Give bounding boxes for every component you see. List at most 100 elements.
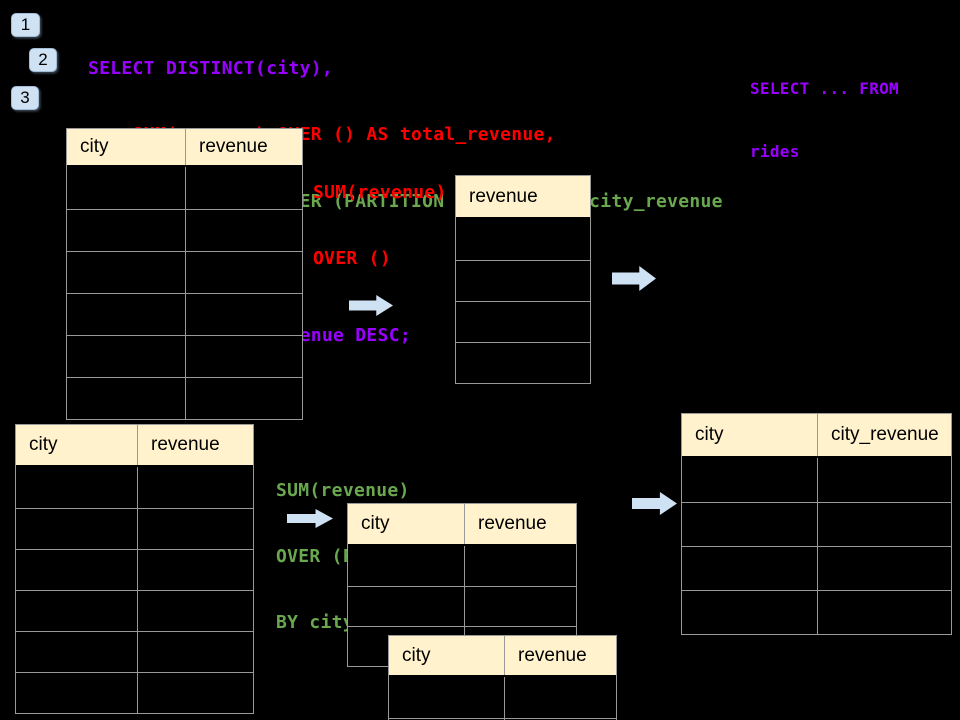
table-body (16, 467, 253, 713)
select-from-note: SELECT ... FROM rides (750, 36, 899, 204)
table-cell (185, 252, 302, 293)
table-cell (456, 261, 590, 301)
table-row (16, 467, 253, 508)
table-header-row: city revenue (16, 425, 253, 467)
table-cell (67, 378, 185, 419)
table-row (456, 219, 590, 260)
table-cell (16, 550, 137, 590)
table-cell (682, 591, 817, 634)
table-cell (185, 210, 302, 251)
table-cell (16, 467, 137, 508)
table-row (16, 549, 253, 590)
table-city-revenue-result: city city_revenue (681, 413, 952, 635)
table-cell (137, 509, 253, 549)
table-cell (137, 550, 253, 590)
annotation-line: OVER () (313, 248, 391, 269)
table-row (348, 586, 576, 626)
column-header-city: city (29, 434, 58, 455)
column-header-city: city (80, 136, 109, 157)
table-partition-front: city revenue (388, 635, 617, 720)
table-row (16, 590, 253, 631)
table-cell (185, 294, 302, 335)
table-row (682, 590, 951, 634)
table-row (67, 335, 302, 377)
table-cell (682, 503, 817, 546)
table-row (16, 672, 253, 713)
table-row (16, 508, 253, 549)
table-body (682, 458, 951, 634)
table-header-row: city revenue (389, 636, 616, 677)
annotation-sum-over-all: SUM(revenue) OVER () (313, 138, 447, 314)
table-row (456, 260, 590, 301)
step-badge-2: 2 (29, 48, 57, 72)
table-cell (16, 509, 137, 549)
table-cell (389, 677, 504, 718)
table-cell (817, 591, 951, 634)
column-header-city-revenue: city_revenue (817, 414, 951, 456)
table-row (682, 458, 951, 502)
table-total-revenue-result: revenue (455, 175, 591, 384)
table-cell (456, 302, 590, 342)
table-cell (504, 677, 616, 718)
table-cell (456, 343, 590, 383)
table-header-row: revenue (456, 176, 590, 219)
table-body (389, 677, 616, 720)
arrow-right-icon (349, 295, 393, 316)
table-header-row: city city_revenue (682, 414, 951, 458)
table-cell (16, 632, 137, 672)
table-cell (16, 591, 137, 631)
table-cell (67, 167, 185, 209)
table-body (456, 219, 590, 383)
column-header-revenue: revenue (504, 636, 616, 675)
table-row (682, 546, 951, 590)
table-cell (67, 210, 185, 251)
table-cell (185, 378, 302, 419)
table-header-row: city revenue (67, 129, 302, 167)
table-cell (348, 587, 464, 626)
column-header-city: city (361, 513, 390, 534)
table-cell (682, 547, 817, 590)
note-line: SELECT ... FROM (750, 79, 899, 98)
arrow-right-icon (287, 509, 333, 528)
table-cell (185, 167, 302, 209)
table-rides-bottom: city revenue (15, 424, 254, 714)
table-cell (185, 336, 302, 377)
table-cell (464, 587, 576, 626)
table-cell (67, 294, 185, 335)
table-header-row: city revenue (348, 504, 576, 546)
table-row (67, 377, 302, 419)
table-cell (137, 673, 253, 713)
table-cell (67, 336, 185, 377)
table-cell (464, 546, 576, 586)
table-cell (817, 458, 951, 502)
sql-line-select: SELECT DISTINCT(city), (88, 57, 334, 79)
annotation-line: SUM(revenue) (313, 182, 447, 203)
table-cell (817, 503, 951, 546)
table-row (456, 342, 590, 383)
table-row (389, 677, 616, 718)
table-cell (16, 673, 137, 713)
table-cell (137, 632, 253, 672)
table-rides-top: city revenue (66, 128, 303, 420)
arrow-right-icon (612, 266, 656, 291)
table-row (456, 301, 590, 342)
table-body (67, 167, 302, 419)
note-line: rides (750, 142, 800, 161)
column-header-revenue: revenue (469, 185, 538, 207)
table-row (682, 502, 951, 546)
annotation-line: SUM(revenue) (276, 480, 410, 501)
step-badge-3: 3 (11, 86, 39, 110)
table-row (348, 546, 576, 586)
step-badge-1: 1 (11, 13, 40, 37)
table-row (67, 251, 302, 293)
table-cell (682, 458, 817, 502)
arrow-right-icon (632, 492, 677, 515)
table-cell (137, 591, 253, 631)
table-row (67, 293, 302, 335)
table-row (16, 631, 253, 672)
table-cell (67, 252, 185, 293)
table-cell (456, 219, 590, 260)
table-cell (137, 467, 253, 508)
column-header-city: city (402, 644, 431, 666)
